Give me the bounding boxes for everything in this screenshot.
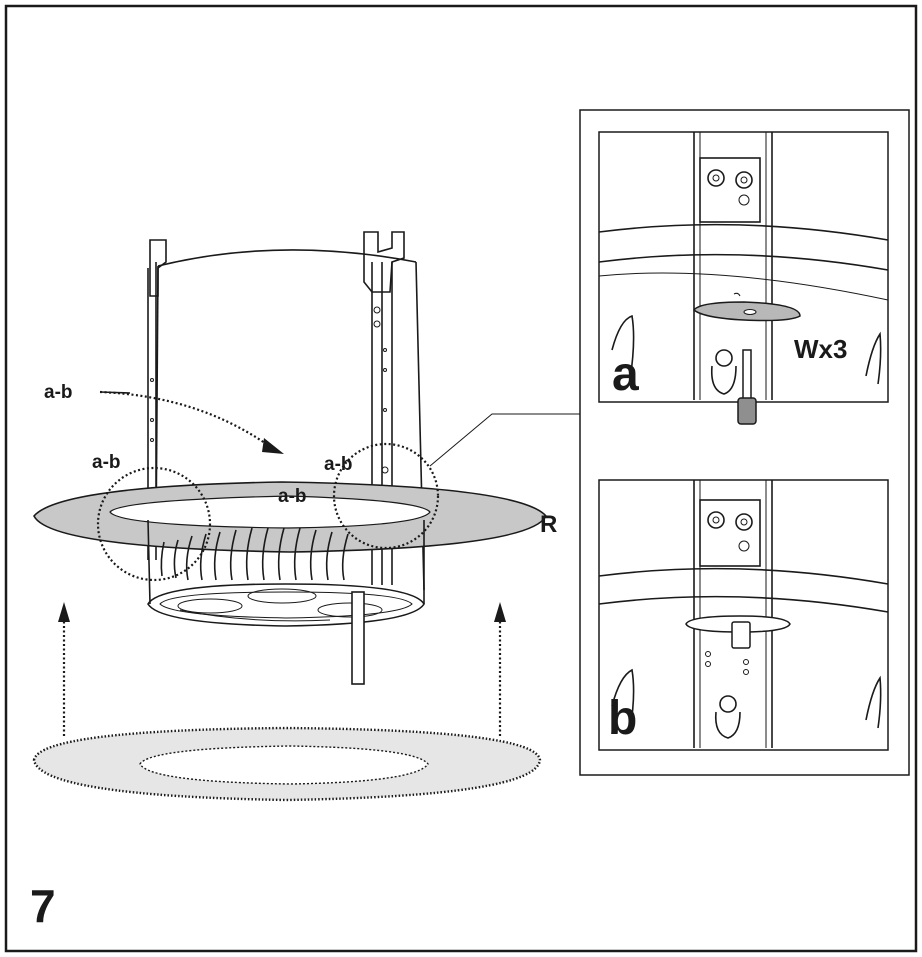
step-number: 7 bbox=[30, 880, 56, 932]
ghost-ring bbox=[32, 726, 542, 802]
left-circle-label: a-b bbox=[92, 452, 121, 473]
detail-circle-left bbox=[96, 466, 212, 582]
up-arrow-left bbox=[58, 602, 70, 736]
screw-count-label: Wx3 bbox=[794, 334, 847, 364]
detail-b-label: b bbox=[608, 692, 637, 745]
arrow-label: a-b bbox=[44, 382, 73, 403]
ring-label: R bbox=[540, 511, 557, 538]
detail-a-label: a bbox=[612, 348, 639, 401]
detail-circle-right bbox=[332, 442, 440, 550]
page-frame bbox=[4, 4, 918, 953]
right-circle-label-bottom: a-b bbox=[278, 486, 307, 507]
right-circle-label-top: a-b bbox=[324, 454, 353, 475]
hood-chimney-assembly bbox=[33, 231, 547, 685]
fan-blades bbox=[160, 527, 349, 581]
detail-b bbox=[598, 479, 889, 751]
detail-a bbox=[598, 131, 889, 425]
up-arrow-right bbox=[494, 602, 506, 736]
